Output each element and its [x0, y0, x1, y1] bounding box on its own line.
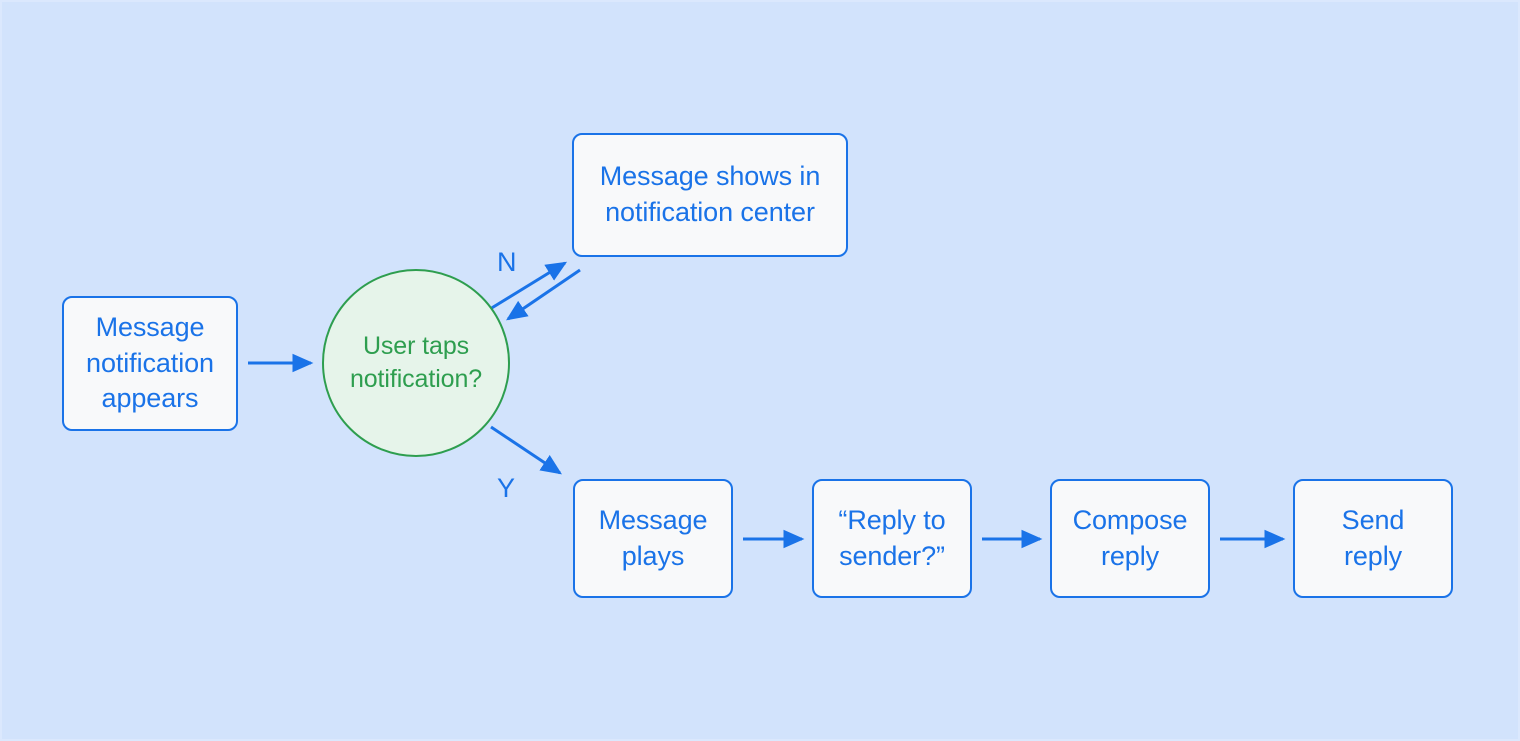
node-send-reply[interactable]: Send reply [1293, 479, 1453, 598]
node-user-taps-notification[interactable]: User taps notification? [322, 269, 510, 457]
node-compose-reply[interactable]: Compose reply [1050, 479, 1210, 598]
node-message-shows-in-notification-center[interactable]: Message shows in notification center [572, 133, 848, 257]
edge-decision-to-message-plays [490, 425, 562, 475]
edge-label-branch-yes: Y [497, 473, 516, 503]
edge-label-branch-no: N [497, 247, 517, 277]
node-message-notification-appears[interactable]: Message notification appears [62, 296, 238, 431]
node-reply-to-sender[interactable]: “Reply to sender?” [812, 479, 972, 598]
edge-notification-center-to-decision [506, 268, 581, 321]
node-message-plays[interactable]: Message plays [573, 479, 733, 598]
